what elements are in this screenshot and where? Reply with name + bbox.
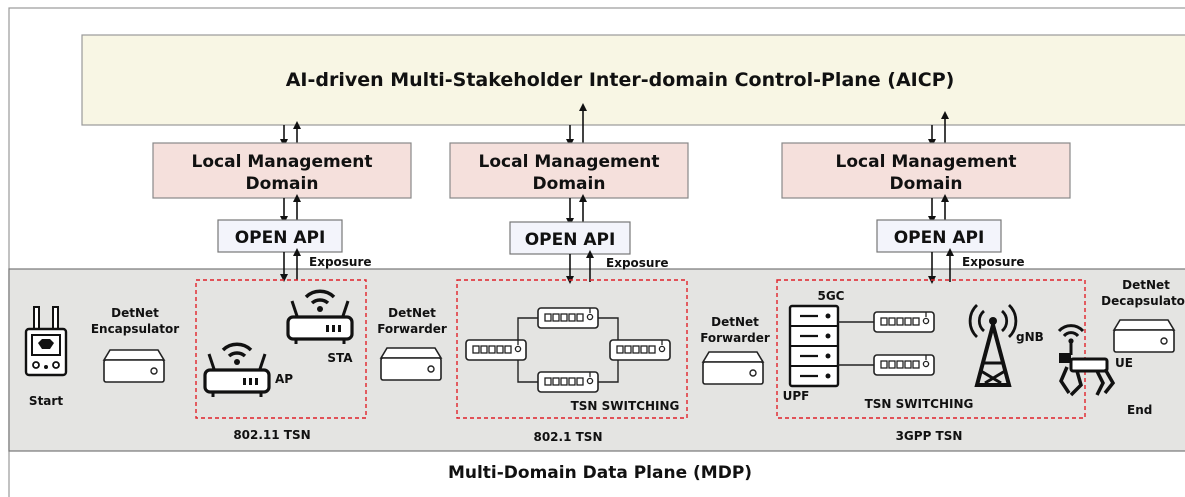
domain-3: Local Management Domain OPEN API Exposur… bbox=[776, 111, 1086, 443]
lmd-label-line2: Domain bbox=[890, 174, 963, 194]
forwarder1-label-line1: DetNet bbox=[388, 306, 436, 320]
start-label: Start bbox=[29, 394, 63, 408]
encapsulator-label-line2: Encapsulator bbox=[91, 322, 179, 336]
open-api-box bbox=[876, 219, 1002, 253]
open-api-label: OPEN API bbox=[235, 228, 326, 248]
ap-label: AP bbox=[275, 372, 293, 386]
local-management-domain-box bbox=[449, 142, 689, 199]
tsn-region-8021 bbox=[456, 279, 688, 419]
switch-icon bbox=[537, 307, 599, 329]
forwarder2-label-line2: Forwarder bbox=[700, 331, 770, 345]
mdp-title: Multi-Domain Data Plane (MDP) bbox=[448, 463, 752, 483]
gnb-label: gNB bbox=[1016, 330, 1044, 344]
local-management-domain-box bbox=[152, 142, 412, 199]
tsn-switching-label-2: TSN SWITCHING bbox=[865, 397, 974, 411]
detnet-encapsulator-icon bbox=[103, 349, 165, 383]
open-api-label: OPEN API bbox=[525, 230, 616, 250]
data-plane-band bbox=[8, 268, 1185, 452]
switch-links bbox=[517, 317, 619, 383]
forwarder2-label-line1: DetNet bbox=[711, 315, 759, 329]
tsn-label-80211: 802.11 TSN bbox=[233, 428, 310, 442]
lmd-label-line1: Local Management bbox=[479, 152, 660, 172]
5gc-switch-links bbox=[838, 321, 874, 366]
robot-dog-icon bbox=[1059, 353, 1116, 397]
tsn-label-8021: 802.1 TSN bbox=[533, 430, 602, 444]
core-5gc-label: 5GC bbox=[817, 289, 844, 303]
detnet-forwarder-icon bbox=[380, 347, 442, 381]
domain-1: Local Management Domain OPEN API Exposur… bbox=[152, 121, 412, 442]
lmd-label-line2: Domain bbox=[246, 174, 319, 194]
ue-label: UE bbox=[1115, 356, 1133, 370]
server-icon bbox=[788, 304, 840, 388]
end-label: End bbox=[1127, 403, 1152, 417]
switch-icon bbox=[609, 339, 671, 361]
exposure-label: Exposure bbox=[962, 255, 1025, 269]
exposure-label: Exposure bbox=[309, 255, 372, 269]
local-management-domain-box bbox=[781, 142, 1071, 199]
sta-label: STA bbox=[327, 351, 353, 365]
domain-2: Local Management Domain OPEN API Exposur… bbox=[449, 103, 689, 444]
decapsulator-label-line2: Decapsulator bbox=[1101, 294, 1185, 308]
remote-controller-icon bbox=[24, 306, 68, 377]
switch-icon bbox=[465, 339, 527, 361]
switch-icon bbox=[873, 311, 935, 333]
tsn-region-3gpp bbox=[776, 279, 1086, 419]
exposure-label: Exposure bbox=[606, 256, 669, 270]
aicp-banner bbox=[81, 34, 1185, 126]
switch-icon bbox=[537, 371, 599, 393]
open-api-box bbox=[217, 219, 343, 253]
wifi-icon bbox=[1057, 324, 1085, 355]
detnet-decapsulator-icon bbox=[1113, 319, 1175, 353]
lmd-label-line2: Domain bbox=[533, 174, 606, 194]
tsn-label-3gpp: 3GPP TSN bbox=[896, 429, 963, 443]
tsn-switching-label-1: TSN SWITCHING bbox=[571, 399, 680, 413]
tsn-region-80211 bbox=[195, 279, 367, 419]
encapsulator-label-line1: DetNet bbox=[111, 306, 159, 320]
open-api-label: OPEN API bbox=[894, 228, 985, 248]
upf-label: UPF bbox=[783, 389, 810, 403]
detnet-forwarder-icon bbox=[702, 351, 764, 385]
aicp-title: AI-driven Multi-Stakeholder Inter-domain… bbox=[286, 69, 955, 91]
lmd-label-line1: Local Management bbox=[836, 152, 1017, 172]
forwarder1-label-line2: Forwarder bbox=[377, 322, 447, 336]
gnb-tower-icon bbox=[968, 303, 1018, 387]
lmd-label-line1: Local Management bbox=[192, 152, 373, 172]
switch-icon bbox=[873, 354, 935, 376]
open-api-box bbox=[509, 221, 631, 255]
decapsulator-label-line1: DetNet bbox=[1122, 278, 1170, 292]
